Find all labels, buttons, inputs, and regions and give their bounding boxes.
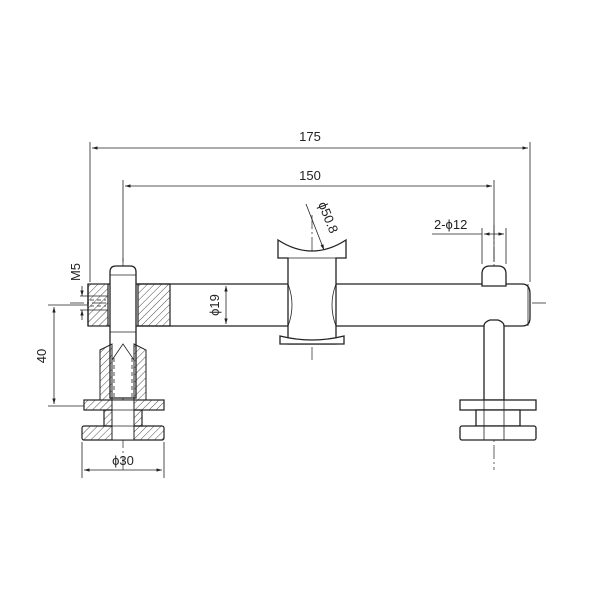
dimension-base-diameter: ϕ30	[81, 442, 165, 478]
right-base	[459, 399, 537, 441]
hole-spec-label: 2-ϕ12	[434, 217, 467, 232]
center-distance-label: 150	[299, 168, 321, 183]
dimension-center-distance: 150	[122, 168, 495, 262]
dimension-tube-diameter: ϕ19	[207, 286, 228, 324]
dimension-height: 40	[34, 304, 88, 407]
overall-length-label: 175	[299, 129, 321, 144]
clamp-diameter-label: ϕ50.8	[315, 200, 341, 236]
dimension-hole-spec: 2-ϕ12	[432, 217, 507, 264]
left-base-section	[81, 399, 165, 441]
tube-diameter-label: ϕ19	[207, 294, 222, 316]
dimension-clamp-diameter: ϕ50.8	[305, 200, 341, 251]
dimension-thread: M5	[68, 263, 84, 320]
center-clamp	[277, 238, 347, 345]
base-diameter-label: ϕ30	[112, 453, 134, 468]
right-post	[481, 265, 507, 401]
thread-label: M5	[68, 263, 83, 281]
dimension-overall-length: 175	[89, 129, 531, 282]
left-post	[99, 265, 147, 401]
height-label: 40	[34, 349, 49, 363]
